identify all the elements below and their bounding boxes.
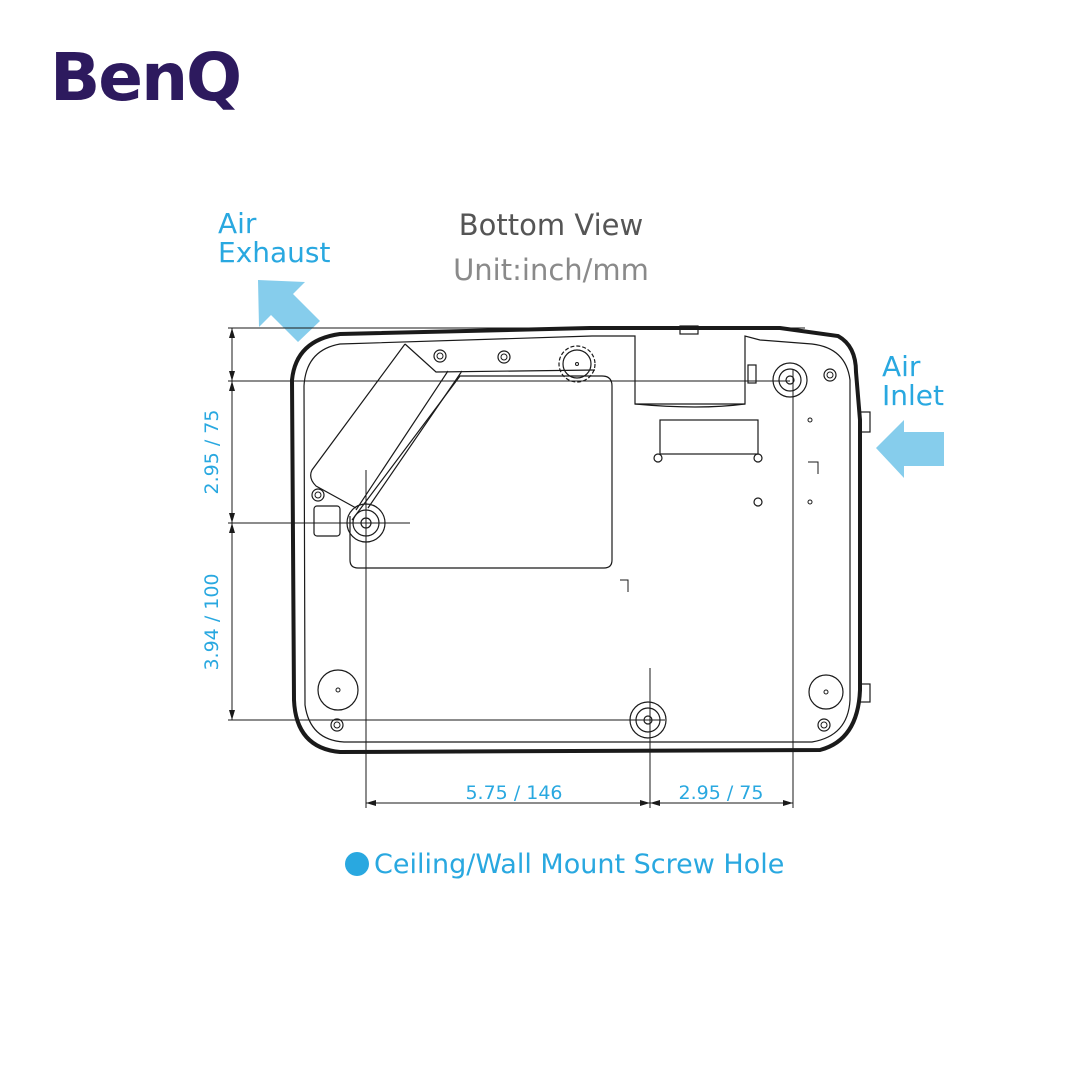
air-inlet-label-1: Air [882,350,921,383]
dim-vertical-upper: 2.95 / 75 [201,410,223,495]
screw-hole [772,362,808,398]
view-title: Bottom View [459,208,643,242]
projector-body [289,325,871,755]
air-exhaust-label-1: Air [218,207,257,240]
legend-label: Ceiling/Wall Mount Screw Hole [374,849,784,880]
exhaust-arrow-icon [258,280,320,342]
dim-horizontal-right: 2.95 / 75 [679,782,764,804]
dimension-lines [228,327,805,808]
dim-horizontal-left: 5.75 / 146 [465,782,562,804]
air-exhaust-label-2: Exhaust [218,236,331,269]
unit-label: Unit:inch/mm [453,253,649,287]
filled-circle-icon [345,852,369,876]
benq-logo: BenQ [50,39,240,116]
dim-vertical-lower: 3.94 / 100 [201,573,223,670]
inlet-arrow-icon [876,420,944,478]
air-inlet-label-2: Inlet [882,379,944,412]
dimension-arrows [229,328,793,806]
